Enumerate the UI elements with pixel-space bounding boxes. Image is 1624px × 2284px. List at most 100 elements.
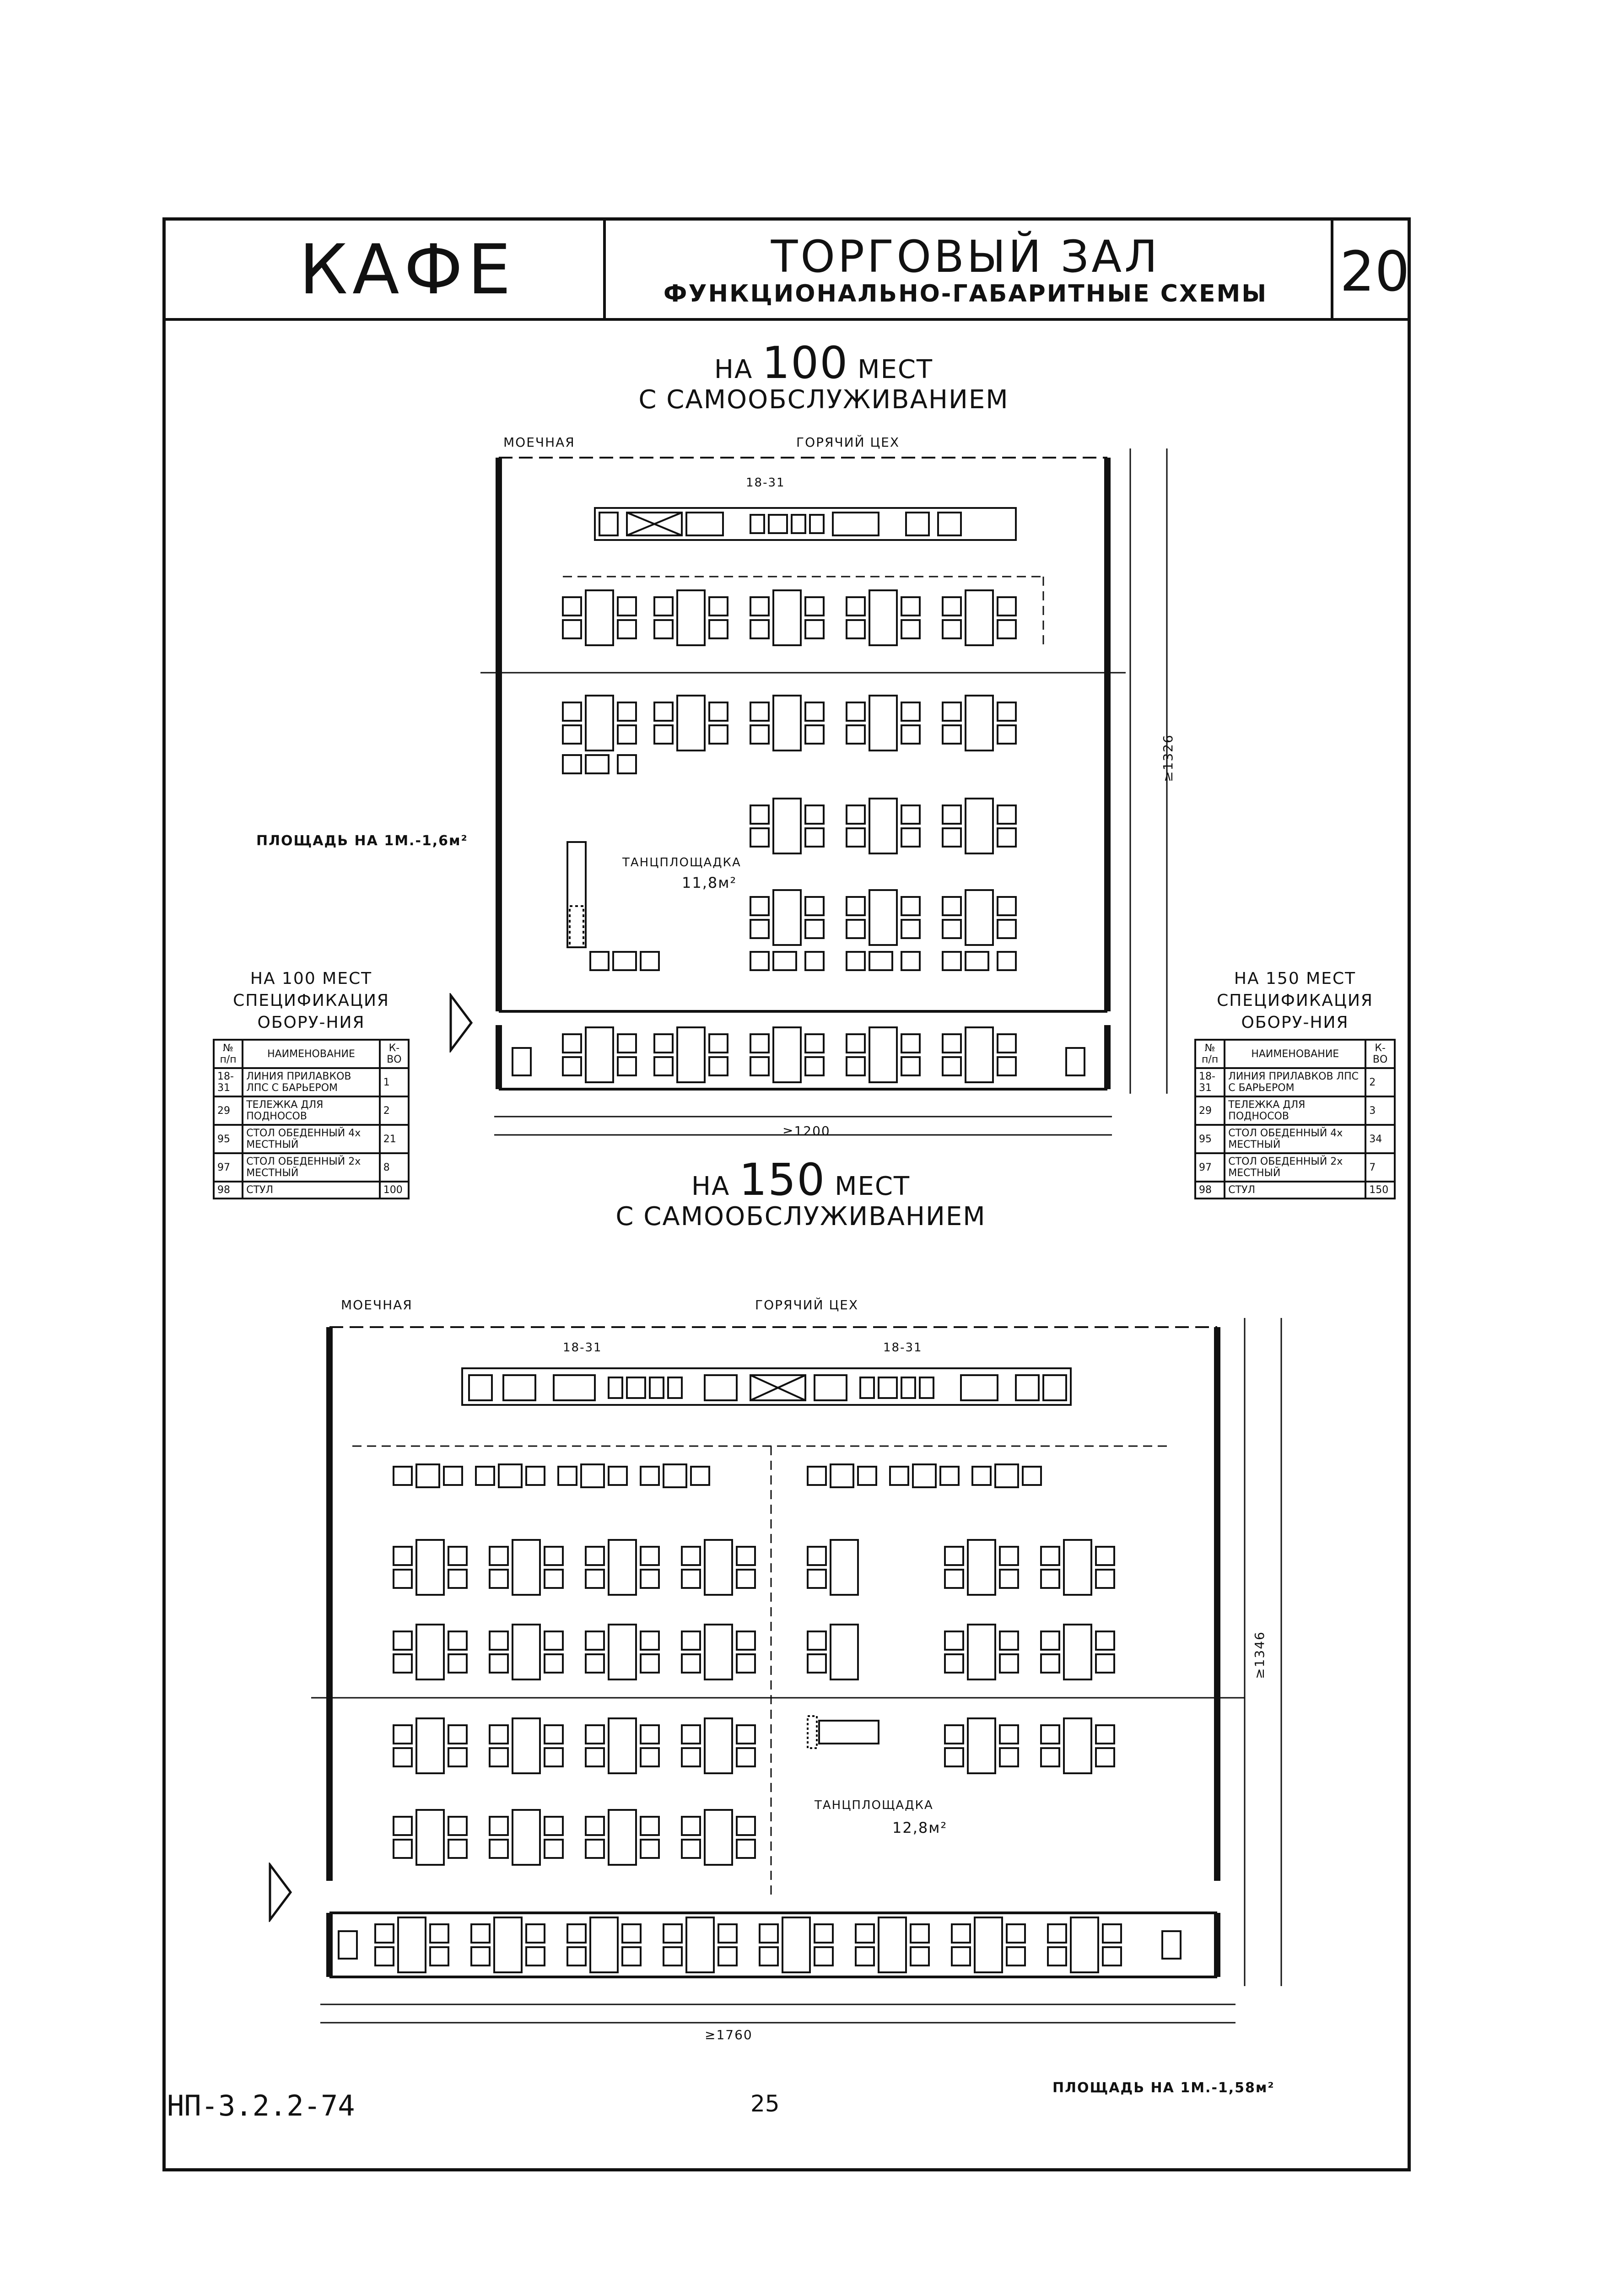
spec-cell: СТОЛ ОБЕДЕННЫЙ 4х МЕСТНЫЙ: [242, 1124, 381, 1154]
page-title: ТОРГОВЫЙ ЗАЛ: [771, 231, 1160, 282]
plan150-heading-suffix: МЕСТ: [835, 1172, 911, 1201]
plan150-heading: НА 150 МЕСТ С САМООБСЛУЖИВАНИЕМ: [572, 1158, 1030, 1232]
plan100-top-row: [562, 589, 1017, 646]
plan150-heading-prefix: НА: [691, 1172, 730, 1201]
plan150-dim-total: ≥1760: [705, 2027, 753, 2042]
plan100-heading-number: 100: [762, 337, 849, 389]
plan100-heading-line2: С САМООБСЛУЖИВАНИЕМ: [638, 385, 1009, 415]
spec100-title-line2: СПЕЦИФИКАЦИЯ ОБОРУ-НИЯ: [233, 991, 389, 1032]
sheet-frame: [162, 217, 1411, 2171]
plan150-counter-line: [461, 1367, 1072, 1406]
sheet-title: КАФЕ: [299, 230, 516, 310]
spec100-col-name: НАИМЕНОВАНИЕ: [242, 1039, 381, 1069]
sheet-number: 20: [1340, 240, 1410, 304]
plan100-bottom-row: [512, 1026, 1085, 1083]
spec150-col-num: № п/п: [1194, 1039, 1226, 1069]
plan150-equip-tag-right: 18-31: [883, 1341, 923, 1355]
plan100-dim-height: ≥1326: [1160, 734, 1176, 782]
plan150-dim-height: ≥1346: [1252, 1631, 1267, 1679]
spec-cell: 98: [1194, 1181, 1226, 1199]
plan100-middle-rows: [562, 695, 1017, 971]
spec100-col-num: № п/п: [212, 1039, 244, 1069]
plan100-entrance-arrow-icon: [449, 993, 473, 1053]
spec-cell: 18-31: [1194, 1067, 1226, 1097]
plan150-dance-label: ТАНЦПЛОЩАДКА: [815, 1798, 933, 1812]
spec-cell: ЛИНИЯ ПРИЛАВКОВ ЛПС С БАРЬЕРОМ: [242, 1067, 381, 1097]
spec-cell: 7: [1365, 1152, 1396, 1182]
spec-cell: 18-31: [212, 1067, 244, 1097]
plan150-heading-line2: С САМООБСЛУЖИВАНИЕМ: [615, 1202, 986, 1231]
spec150-col-qty: К-ВО: [1365, 1039, 1396, 1069]
spec-cell: 2: [378, 1096, 410, 1126]
page-number: 25: [750, 2090, 780, 2117]
plan150-label-washroom: МОЕЧНАЯ: [341, 1297, 413, 1312]
spec150-header-row: № п/п НАИМЕНОВАНИЕ К-ВО: [1194, 1039, 1396, 1069]
plan100-heading-prefix: НА: [714, 355, 753, 384]
spec-cell: 97: [1194, 1152, 1226, 1182]
plan150-area-note: ПЛОЩАДЬ НА 1М.-1,58м²: [1052, 2080, 1275, 2096]
spec-cell: 3: [1365, 1096, 1396, 1126]
spec150-title-line1: НА 150 МЕСТ: [1234, 969, 1356, 988]
spec-cell: 8: [378, 1152, 410, 1182]
plan100-equip-tag: 18-31: [746, 476, 785, 490]
spec-cell: 150: [1365, 1181, 1396, 1199]
spec-cell: 97: [212, 1152, 244, 1182]
plan100-dance-area: 11,8м²: [682, 874, 737, 891]
header-separator-left: [603, 217, 606, 319]
spec-cell: 34: [1365, 1124, 1396, 1154]
spec-cell: СТУЛ: [242, 1181, 381, 1199]
plan100-label-washroom: МОЕЧНАЯ: [503, 435, 575, 450]
spec-cell: СТОЛ ОБЕДЕННЫЙ 2х МЕСТНЫЙ: [1224, 1152, 1367, 1182]
plan150-heading-number: 150: [739, 1154, 826, 1205]
spec-cell: 98: [212, 1181, 244, 1199]
header-separator-right: [1331, 217, 1333, 319]
plan150-equip-tag-left: 18-31: [563, 1341, 602, 1355]
plan100-drawing: [480, 448, 1168, 1136]
plan150-drawing: [311, 1318, 1282, 2024]
spec150-col-name: НАИМЕНОВАНИЕ: [1224, 1039, 1367, 1069]
spec-cell: 95: [212, 1124, 244, 1154]
plan150-label-kitchen: ГОРЯЧИЙ ЦЕХ: [755, 1297, 859, 1312]
plan100-label-kitchen: ГОРЯЧИЙ ЦЕХ: [796, 435, 900, 450]
spec100-col-qty: К-ВО: [378, 1039, 410, 1069]
spec-cell: 29: [212, 1096, 244, 1126]
spec100-title: НА 100 МЕСТ СПЕЦИФИКАЦИЯ ОБОРУ-НИЯ: [210, 968, 412, 1034]
spec100-header-row: № п/п НАИМЕНОВАНИЕ К-ВО: [212, 1039, 410, 1069]
plan100-heading-suffix: МЕСТ: [858, 355, 933, 384]
spec-cell: ЛИНИЯ ПРИЛАВКОВ ЛПС С БАРЬЕРОМ: [1224, 1067, 1367, 1097]
spec150-title: НА 150 МЕСТ СПЕЦИФИКАЦИЯ ОБОРУ-НИЯ: [1194, 968, 1396, 1034]
spec-cell: СТУЛ: [1224, 1181, 1367, 1199]
spec-cell: 2: [1365, 1067, 1396, 1097]
plan100-counter-line: [594, 507, 1017, 541]
plan100-dance-label: ТАНЦПЛОЩАДКА: [622, 856, 741, 869]
spec-cell: 29: [1194, 1096, 1226, 1126]
header-divider: [162, 318, 1411, 321]
spec100-title-line1: НА 100 МЕСТ: [250, 969, 372, 988]
spec-cell: ТЕЛЕЖКА ДЛЯ ПОДНОСОВ: [1224, 1096, 1367, 1126]
spec-cell: СТОЛ ОБЕДЕННЫЙ 4х МЕСТНЫЙ: [1224, 1124, 1367, 1154]
spec-cell: 1: [378, 1067, 410, 1097]
plan100-heading: НА 100 МЕСТ С САМООБСЛУЖИВАНИЕМ: [595, 341, 1052, 415]
plan150-dance-area: 12,8м²: [892, 1819, 948, 1836]
spec-cell: 95: [1194, 1124, 1226, 1154]
spec-cell: 21: [378, 1124, 410, 1154]
spec150-title-line2: СПЕЦИФИКАЦИЯ ОБОРУ-НИЯ: [1217, 991, 1373, 1032]
spec-cell: ТЕЛЕЖКА ДЛЯ ПОДНОСОВ: [242, 1096, 381, 1126]
plan150-entrance-arrow-icon: [269, 1863, 292, 1922]
plan100-dim-total: ≥1200: [782, 1123, 831, 1139]
plan100-area-note: ПЛОЩАДЬ НА 1М.-1,6м²: [256, 833, 468, 849]
document-code: НП-3.2.2-74: [167, 2089, 355, 2122]
page-subtitle: ФУНКЦИОНАЛЬНО-ГАБАРИТНЫЕ СХЕМЫ: [663, 280, 1268, 308]
